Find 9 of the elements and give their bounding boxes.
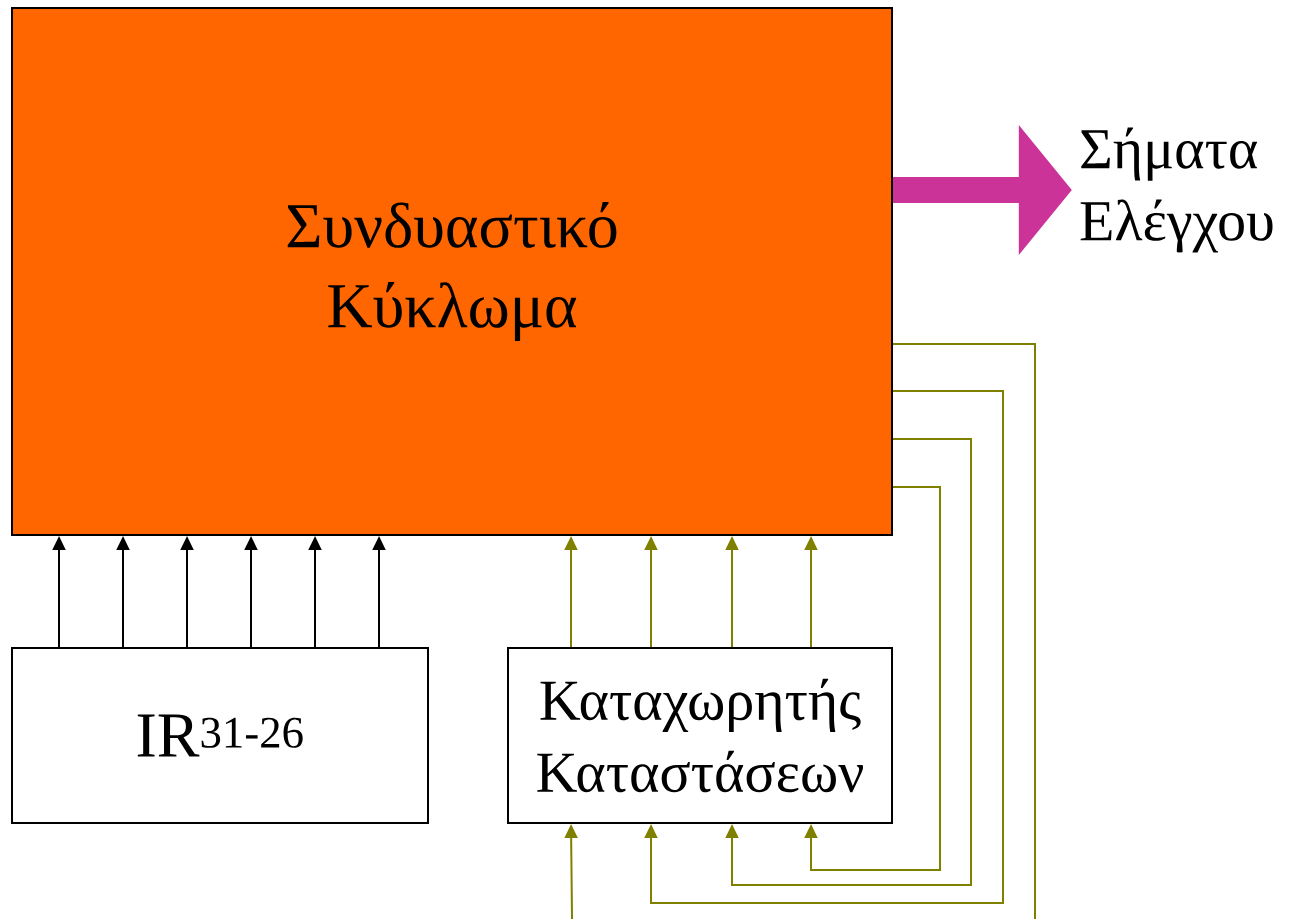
block-arrow <box>893 125 1072 255</box>
combinational-block: Συνδυαστικό Κύκλωμα <box>11 7 893 536</box>
arrow <box>644 390 1004 904</box>
output-label: Σήματα Ελέγχου <box>1080 127 1273 253</box>
register-box: IR$^{31-26}$ <box>11 647 429 824</box>
register-box: Καταχωρητής Καταστάσεων <box>507 647 893 824</box>
arrow <box>725 438 972 886</box>
signal-line <box>892 343 1036 919</box>
arrow <box>804 486 941 871</box>
